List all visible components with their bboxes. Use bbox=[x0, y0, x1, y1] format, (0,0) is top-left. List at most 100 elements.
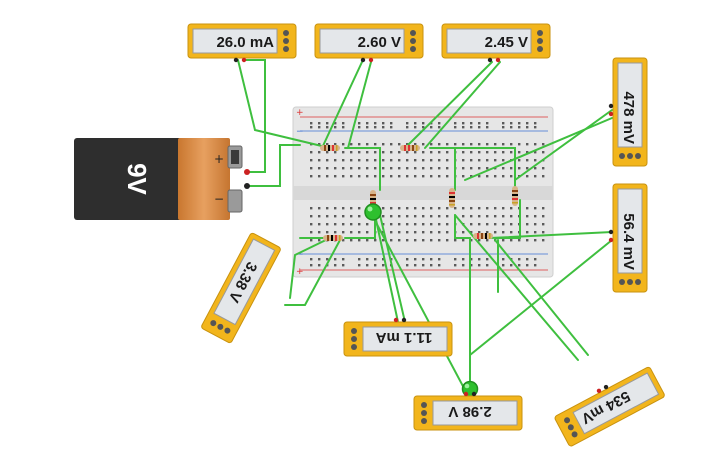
breadboard-hole[interactable] bbox=[342, 143, 345, 146]
breadboard-hole[interactable] bbox=[502, 175, 505, 178]
breadboard-hole[interactable] bbox=[414, 258, 417, 261]
breadboard-hole[interactable] bbox=[414, 151, 417, 154]
breadboard-hole[interactable] bbox=[486, 239, 489, 242]
breadboard-hole[interactable] bbox=[406, 215, 409, 218]
multimeter-2.60v[interactable]: 2.60 V bbox=[314, 23, 424, 63]
breadboard-hole[interactable] bbox=[310, 167, 313, 170]
breadboard-hole[interactable] bbox=[414, 239, 417, 242]
breadboard-hole[interactable] bbox=[446, 167, 449, 170]
breadboard-hole[interactable] bbox=[406, 231, 409, 234]
breadboard-hole[interactable] bbox=[366, 143, 369, 146]
breadboard-hole[interactable] bbox=[374, 167, 377, 170]
breadboard-hole[interactable] bbox=[462, 258, 465, 261]
breadboard-hole[interactable] bbox=[366, 175, 369, 178]
breadboard-hole[interactable] bbox=[310, 151, 313, 154]
breadboard-hole[interactable] bbox=[358, 143, 361, 146]
breadboard-hole[interactable] bbox=[310, 231, 313, 234]
breadboard-hole[interactable] bbox=[502, 215, 505, 218]
breadboard-hole[interactable] bbox=[462, 126, 465, 129]
breadboard-hole[interactable] bbox=[430, 167, 433, 170]
breadboard-hole[interactable] bbox=[334, 143, 337, 146]
breadboard-hole[interactable] bbox=[518, 126, 521, 129]
breadboard-hole[interactable] bbox=[334, 258, 337, 261]
breadboard-hole[interactable] bbox=[390, 151, 393, 154]
breadboard-hole[interactable] bbox=[414, 223, 417, 226]
breadboard-hole[interactable] bbox=[486, 258, 489, 261]
breadboard-hole[interactable] bbox=[510, 143, 513, 146]
breadboard-hole[interactable] bbox=[502, 264, 505, 267]
breadboard-hole[interactable] bbox=[390, 143, 393, 146]
breadboard-hole[interactable] bbox=[446, 239, 449, 242]
breadboard-hole[interactable] bbox=[398, 215, 401, 218]
breadboard-hole[interactable] bbox=[398, 167, 401, 170]
breadboard-hole[interactable] bbox=[390, 126, 393, 129]
breadboard-hole[interactable] bbox=[430, 231, 433, 234]
breadboard-hole[interactable] bbox=[510, 175, 513, 178]
breadboard-hole[interactable] bbox=[326, 167, 329, 170]
breadboard-hole[interactable] bbox=[446, 143, 449, 146]
breadboard-hole[interactable] bbox=[454, 143, 457, 146]
breadboard-hole[interactable] bbox=[470, 239, 473, 242]
breadboard-hole[interactable] bbox=[406, 126, 409, 129]
breadboard-hole[interactable] bbox=[494, 231, 497, 234]
breadboard-hole[interactable] bbox=[454, 264, 457, 267]
breadboard-hole[interactable] bbox=[326, 258, 329, 261]
breadboard-hole[interactable] bbox=[406, 143, 409, 146]
breadboard-hole[interactable] bbox=[334, 167, 337, 170]
breadboard-hole[interactable] bbox=[534, 239, 537, 242]
breadboard-hole[interactable] bbox=[366, 126, 369, 129]
breadboard-hole[interactable] bbox=[326, 143, 329, 146]
breadboard-hole[interactable] bbox=[414, 159, 417, 162]
breadboard-hole[interactable] bbox=[350, 175, 353, 178]
breadboard-hole[interactable] bbox=[446, 231, 449, 234]
breadboard-hole[interactable] bbox=[406, 159, 409, 162]
breadboard-hole[interactable] bbox=[318, 264, 321, 267]
breadboard-hole[interactable] bbox=[502, 207, 505, 210]
breadboard-hole[interactable] bbox=[366, 264, 369, 267]
breadboard-hole[interactable] bbox=[414, 143, 417, 146]
multimeter-2.98v[interactable]: 2.98 V bbox=[413, 391, 523, 431]
breadboard-hole[interactable] bbox=[310, 264, 313, 267]
breadboard-hole[interactable] bbox=[406, 151, 409, 154]
breadboard-hole[interactable] bbox=[318, 223, 321, 226]
breadboard-hole[interactable] bbox=[374, 264, 377, 267]
breadboard-hole[interactable] bbox=[398, 143, 401, 146]
breadboard-hole[interactable] bbox=[406, 239, 409, 242]
breadboard-hole[interactable] bbox=[454, 207, 457, 210]
breadboard-hole[interactable] bbox=[350, 159, 353, 162]
breadboard-hole[interactable] bbox=[542, 143, 545, 146]
breadboard-hole[interactable] bbox=[502, 126, 505, 129]
breadboard-hole[interactable] bbox=[390, 231, 393, 234]
breadboard-hole[interactable] bbox=[478, 167, 481, 170]
breadboard-hole[interactable] bbox=[454, 122, 457, 125]
breadboard-hole[interactable] bbox=[430, 264, 433, 267]
led-green-top[interactable] bbox=[364, 203, 382, 221]
breadboard-hole[interactable] bbox=[470, 231, 473, 234]
breadboard-hole[interactable] bbox=[366, 231, 369, 234]
breadboard-hole[interactable] bbox=[478, 151, 481, 154]
breadboard-hole[interactable] bbox=[310, 258, 313, 261]
breadboard-hole[interactable] bbox=[318, 239, 321, 242]
breadboard-hole[interactable] bbox=[406, 167, 409, 170]
breadboard-hole[interactable] bbox=[486, 175, 489, 178]
breadboard-hole[interactable] bbox=[526, 122, 529, 125]
breadboard-hole[interactable] bbox=[422, 126, 425, 129]
breadboard-hole[interactable] bbox=[470, 258, 473, 261]
breadboard-hole[interactable] bbox=[518, 143, 521, 146]
breadboard-hole[interactable] bbox=[318, 215, 321, 218]
breadboard-hole[interactable] bbox=[502, 159, 505, 162]
breadboard-hole[interactable] bbox=[486, 159, 489, 162]
breadboard-hole[interactable] bbox=[430, 207, 433, 210]
breadboard-hole[interactable] bbox=[310, 223, 313, 226]
breadboard-hole[interactable] bbox=[542, 151, 545, 154]
breadboard-hole[interactable] bbox=[438, 126, 441, 129]
breadboard-hole[interactable] bbox=[478, 223, 481, 226]
breadboard-hole[interactable] bbox=[366, 258, 369, 261]
breadboard-hole[interactable] bbox=[390, 122, 393, 125]
breadboard-hole[interactable] bbox=[470, 175, 473, 178]
battery-9v[interactable]: 9V + − bbox=[74, 138, 250, 220]
breadboard-hole[interactable] bbox=[422, 223, 425, 226]
breadboard-hole[interactable] bbox=[478, 143, 481, 146]
breadboard-hole[interactable] bbox=[366, 159, 369, 162]
breadboard-hole[interactable] bbox=[334, 231, 337, 234]
